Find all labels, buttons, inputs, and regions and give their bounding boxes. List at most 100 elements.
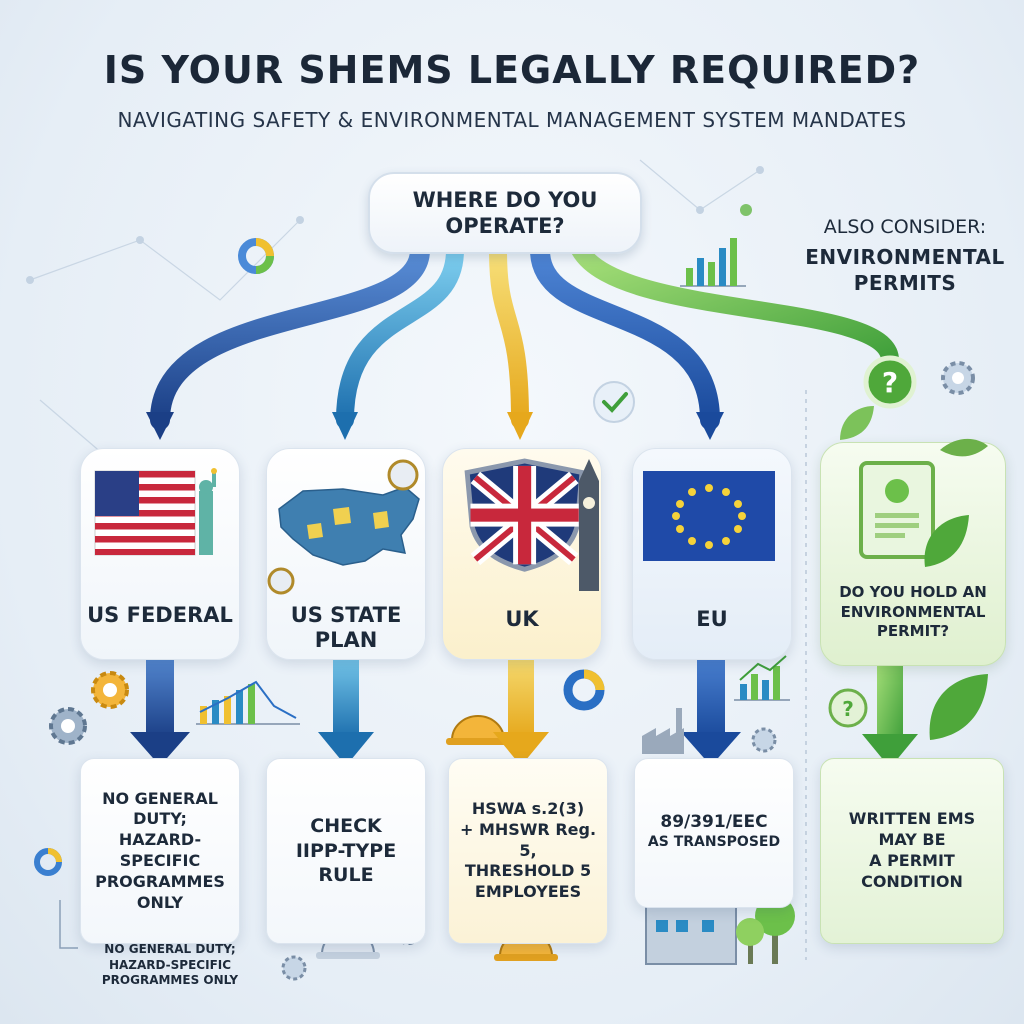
region-card-us-state: US STATE PLAN (266, 448, 426, 660)
arrow-shaft (877, 656, 903, 740)
eu-flag-icon (643, 471, 775, 561)
flow-line-us-state (336, 241, 464, 429)
donut-chart-icon (563, 669, 605, 711)
region-label: EU (696, 607, 728, 631)
state-seal-icon (387, 459, 419, 491)
page-subtitle: NAVIGATING SAFETY & ENVIRONMENTAL MANAGE… (117, 108, 907, 132)
result-line: EMPLOYEES (474, 882, 582, 902)
bar-chart-icon (680, 238, 746, 287)
also-consider-line-2: PERMITS (853, 271, 957, 295)
factory-icon (642, 708, 684, 754)
arrow-down-icon (681, 732, 741, 766)
result-line: MAY BE (878, 830, 946, 850)
arrow-down-icon (507, 412, 533, 440)
gear-icon (281, 955, 307, 981)
also-consider-title: ENVIRONMENTAL PERMITS (800, 244, 1010, 296)
region-card-uk: UK (442, 448, 602, 660)
result-card-uk: HSWA s.2(3) + MHSWR Reg. 5, THRESHOLD 5 … (448, 758, 608, 944)
question-mark-icon: ? (863, 355, 917, 409)
result-line: THRESHOLD 5 (464, 861, 592, 881)
permit-question-line-1: DO YOU HOLD AN (839, 583, 987, 601)
arrow-down-icon (318, 732, 374, 766)
permit-question-card: DO YOU HOLD AN ENVIRONMENTAL PERMIT? (820, 442, 1006, 666)
arrow-shaft (333, 648, 359, 738)
gear-icon (941, 361, 975, 395)
bar-chart-icon (734, 655, 790, 701)
arrow-down-icon (493, 732, 549, 766)
us-map-icon (267, 459, 420, 595)
flow-line-permits (571, 241, 899, 369)
donut-chart-icon (238, 238, 274, 274)
question-line-1: WHERE DO YOU (412, 187, 598, 212)
connector-line (59, 900, 78, 949)
permit-decorations: ? ? (828, 355, 988, 740)
region-card-eu: EU (632, 448, 792, 660)
question-mark-icon: ? (828, 688, 868, 728)
result-line: NO GENERAL (102, 788, 218, 808)
footnote: NO GENERAL DUTY; HAZARD-SPECIFIC PROGRAM… (70, 942, 270, 989)
flow-line-us-federal (150, 240, 430, 430)
result-line: WRITTEN EMS (848, 809, 976, 829)
result-line: DUTY; (133, 809, 187, 829)
permit-question-line-3: PERMIT? (876, 622, 950, 640)
result-line: PROGRAMMES (95, 871, 225, 891)
svg-text:?: ? (882, 366, 898, 399)
leaf-icon (929, 674, 988, 740)
region-label-line-2: PLAN (314, 628, 378, 653)
check-badge-icon (593, 381, 635, 423)
uk-flag-shield-icon (464, 458, 599, 591)
result-line: HSWA s.2(3) (471, 799, 585, 818)
arrow-shaft (508, 648, 534, 738)
result-line: CHECK (310, 814, 382, 837)
arrow-down-icon (146, 412, 174, 440)
result-line: HAZARD-SPECIFIC (118, 830, 202, 870)
page-title: IS YOUR SHEMS LEGALLY REQUIRED? (103, 48, 921, 92)
arrow-shaft (697, 648, 725, 738)
bar-chart-icon (196, 680, 300, 725)
result-line: 89/391/EEC (660, 812, 768, 832)
footnote-line: PROGRAMMES ONLY (101, 973, 239, 988)
also-consider-label: ALSO CONSIDER: (823, 216, 987, 238)
result-line: CONDITION (861, 871, 963, 891)
also-consider-line-1: ENVIRONMENTAL (805, 245, 1005, 269)
result-line: ONLY (136, 892, 184, 912)
result-line: A PERMIT (869, 851, 955, 870)
arrow-shaft (146, 648, 174, 738)
region-card-us-federal: US FEDERAL (80, 448, 240, 660)
donut-chart-icon (34, 848, 62, 876)
arrow-down-icon (332, 412, 358, 440)
permit-document-icon (859, 461, 969, 567)
permit-question: DO YOU HOLD AN ENVIRONMENTAL PERMIT? (821, 583, 1005, 642)
us-flag-icon (94, 468, 217, 556)
result-card-us-state: CHECK IIPP-TYPE RULE (266, 758, 426, 944)
question-line-2: OPERATE? (445, 214, 565, 238)
region-label: US FEDERAL (87, 603, 233, 627)
result-line: RULE (318, 864, 374, 887)
arrow-down-icon (696, 412, 724, 440)
state-seal-icon (267, 567, 295, 595)
region-label: UK (505, 607, 539, 631)
gear-icon (49, 707, 87, 745)
result-line: + MHSWR Reg. 5, (459, 819, 597, 860)
question-pill: WHERE DO YOU OPERATE? (368, 172, 642, 254)
gear-icon (91, 671, 129, 709)
permit-question-line-2: ENVIRONMENTAL (840, 602, 986, 621)
svg-text:?: ? (842, 697, 854, 721)
big-ben-icon (579, 459, 599, 591)
arrow-down-icon (862, 734, 918, 768)
footnote-line: NO GENERAL DUTY; (104, 942, 236, 956)
arrow-down-icon (130, 732, 190, 766)
leaf-icon (840, 406, 874, 440)
flow-line-uk (489, 241, 529, 429)
result-line: IIPP-TYPE (295, 839, 397, 862)
leaf-icon (940, 438, 988, 457)
region-label: US STATE (290, 603, 402, 627)
flow-line-eu (530, 240, 720, 430)
result-line: AS TRANSPOSED (647, 834, 781, 851)
gear-icon (751, 727, 777, 753)
also-consider-block: ALSO CONSIDER: ENVIRONMENTAL PERMITS (800, 216, 1010, 296)
result-card-eu: 89/391/EEC AS TRANSPOSED (634, 758, 794, 908)
leaf-icon (924, 515, 969, 567)
result-card-us-federal: NO GENERAL DUTY; HAZARD-SPECIFIC PROGRAM… (80, 758, 240, 944)
